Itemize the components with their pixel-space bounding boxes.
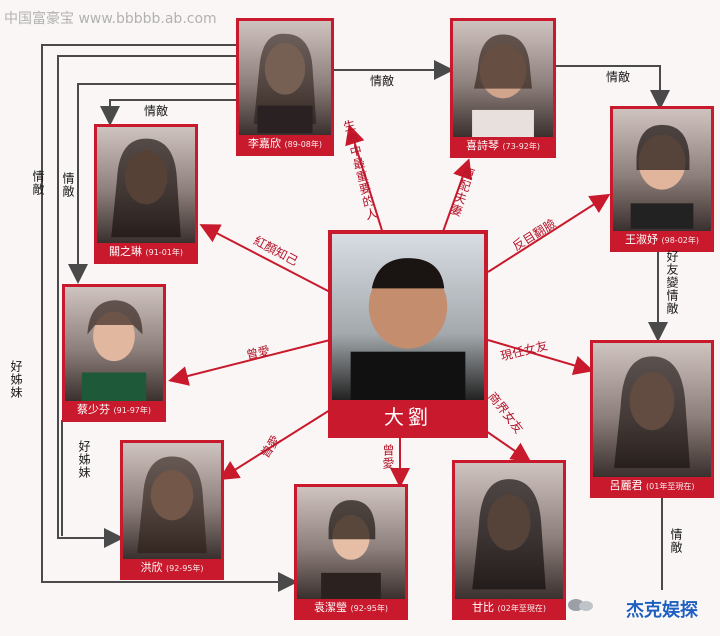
label-good-sisters-outer: 好姊妹 <box>9 360 23 399</box>
portrait-photo <box>297 487 405 599</box>
connector-left-inner <box>68 83 238 284</box>
portrait-photo <box>593 343 711 477</box>
name-tag: 甘比 (02年至現在) <box>455 599 563 617</box>
portrait-photo <box>123 443 221 559</box>
card-center: 大劉 <box>328 230 488 438</box>
label-left-rival-1: 情敵 <box>31 170 45 196</box>
card-wang: 王淑妤 (98-02年) <box>610 106 714 252</box>
label-friend-to-rival: 好友變情敵 <box>665 250 679 315</box>
label-left-rival-2: 情敵 <box>61 172 75 198</box>
label-li-guan-rival: 情敵 <box>144 104 169 118</box>
name-tag: 袁潔瑩 (92-95年) <box>297 599 405 617</box>
portrait-photo <box>97 127 195 243</box>
portrait-photo <box>455 463 563 599</box>
arrow-center-lv <box>487 339 594 376</box>
card-li: 李嘉欣 (89-08年) <box>236 18 334 156</box>
name-tag: 喜詩琴 (73-92年) <box>453 137 553 155</box>
portrait-photo <box>239 21 331 135</box>
name-tag: 蔡少芬 (91-97年) <box>65 401 163 419</box>
portrait-photo <box>332 234 484 400</box>
label-lv-rival: 情敵 <box>669 528 683 554</box>
card-guan: 關之琳 (91-01年) <box>94 124 198 264</box>
connector-yu-wang <box>556 65 670 110</box>
arrow-center-guan <box>199 224 331 293</box>
connector-li-guan <box>100 99 238 126</box>
label-good-sisters-cai-hong: 好姊妹 <box>77 440 91 479</box>
connector-left-outer <box>41 44 298 592</box>
arrow-center-hong <box>218 409 331 481</box>
watermark-brand: 杰克娱探 <box>626 600 698 621</box>
arrow-center-li <box>345 124 386 241</box>
name-tag: 呂麗君 (01年至現在) <box>593 477 711 495</box>
card-yuan: 袁潔瑩 (92-95年) <box>294 484 408 620</box>
center-name: 大劉 <box>332 400 484 434</box>
label-yuan-relation: 曾愛 <box>381 444 395 470</box>
label-li-yu-rival: 情敵 <box>370 74 395 88</box>
arrow-center-cai <box>168 339 331 386</box>
card-lv: 呂麗君 (01年至現在) <box>590 340 714 498</box>
card-cai: 蔡少芬 (91-97年) <box>62 284 166 422</box>
label-yu-wang-rival: 情敵 <box>606 70 631 84</box>
portrait-photo <box>453 21 553 137</box>
connector-left-mid <box>57 55 238 548</box>
name-tag: 關之琳 (91-01年) <box>97 243 195 261</box>
name-tag: 洪欣 (92-95年) <box>123 559 221 577</box>
name-tag: 王淑妤 (98-02年) <box>613 231 711 249</box>
card-yu: 喜詩琴 (73-92年) <box>450 18 556 158</box>
card-hong: 洪欣 (92-95年) <box>120 440 224 580</box>
watermark-top: 中国富豪宝 www.bbbbb.ab.com <box>4 11 217 27</box>
arrow-center-yu <box>439 158 473 241</box>
arrow-center-wang <box>487 193 611 273</box>
chat-bubble-icon <box>568 599 593 611</box>
name-tag: 李嘉欣 (89-08年) <box>239 135 331 153</box>
portrait-photo <box>65 287 163 401</box>
portrait-photo <box>613 109 711 231</box>
card-gan: 甘比 (02年至現在) <box>452 460 566 620</box>
